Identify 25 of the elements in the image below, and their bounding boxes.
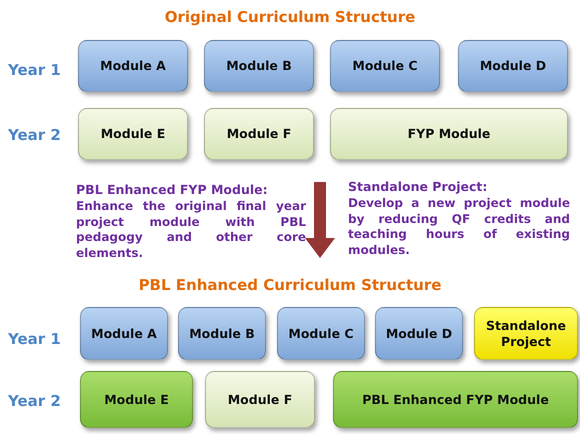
module-box: Module B — [178, 307, 266, 360]
module-box: Standalone Project — [474, 307, 578, 360]
note-heading: Standalone Project: — [348, 179, 488, 196]
heading: PBL Enhanced Curriculum Structure — [138, 276, 442, 296]
module-box: Module A — [80, 307, 168, 360]
module-box: Module F — [205, 371, 315, 428]
module-box: Module D — [458, 40, 568, 92]
module-box: Module E — [78, 108, 188, 160]
module-box: Module A — [78, 40, 188, 92]
note-text: Enhance the original final year project module with PBL pedagogy and other core elements. — [76, 199, 306, 262]
module-box: FYP Module — [330, 108, 568, 160]
module-box: Module D — [375, 307, 463, 360]
module-box: PBL Enhanced FYP Module — [333, 371, 578, 428]
module-box: Module E — [80, 371, 193, 428]
module-box: Module B — [204, 40, 314, 92]
row-label: Year 2 — [8, 392, 62, 412]
module-box: Module F — [204, 108, 314, 160]
row-label: Year 1 — [8, 330, 62, 350]
module-box: Module C — [330, 40, 440, 92]
note-text: Develop a new project module by reducing QF credits and teaching hours of existing modules. — [348, 196, 570, 258]
module-box: Module C — [277, 307, 365, 360]
heading: Original Curriculum Structure — [164, 8, 416, 28]
note-heading: PBL Enhanced FYP Module: — [76, 182, 269, 198]
row-label: Year 1 — [8, 61, 62, 80]
row-label: Year 2 — [8, 126, 62, 146]
